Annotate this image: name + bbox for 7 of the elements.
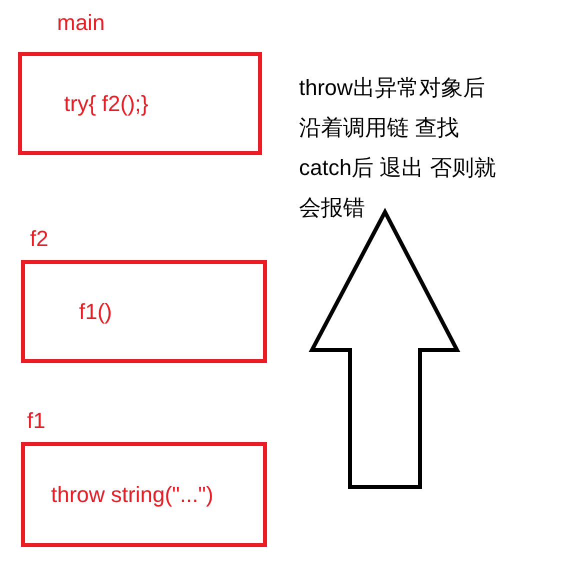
- function-name: f1: [27, 408, 46, 434]
- code-text: try{ f2();}: [64, 90, 148, 116]
- code-text: f1(): [79, 298, 112, 324]
- function-name: f2: [30, 226, 48, 252]
- code-text: throw string("..."): [51, 482, 214, 508]
- function-name: main: [57, 10, 105, 36]
- note-text: throw出异常对象后沿着调用链 查找catch后 退出 否则就会报错: [299, 74, 497, 222]
